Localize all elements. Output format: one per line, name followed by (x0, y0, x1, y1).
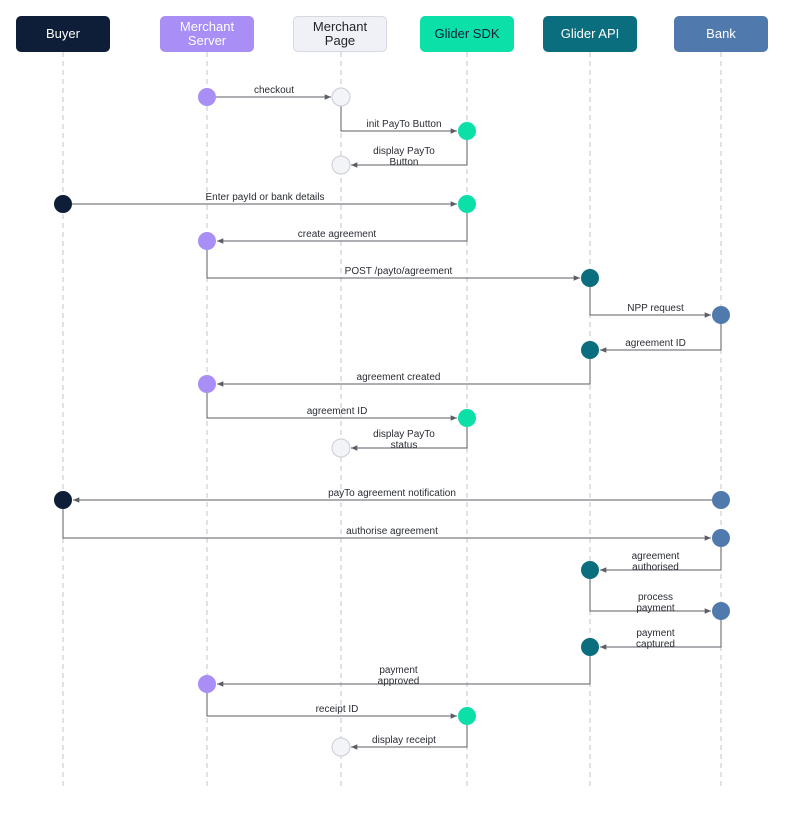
message-arrow (351, 427, 468, 451)
activation-node-buyer (54, 491, 72, 509)
activation-node-bank (712, 529, 730, 547)
participant-merchant-page: Merchant Page (293, 16, 387, 52)
message-arrow (351, 140, 468, 168)
message-label: receipt ID (316, 704, 359, 715)
activation-node-bank (712, 491, 730, 509)
activation-node-merchant-page (331, 737, 351, 757)
participant-label: Glider SDK (434, 26, 500, 41)
message-label: agreement ID (307, 406, 368, 417)
message-label: agreement ID (625, 338, 686, 349)
message-label: payTo agreement notification (328, 488, 456, 499)
activation-node-glider-api (581, 561, 599, 579)
activation-node-glider-sdk (458, 122, 476, 140)
activation-node-bank (712, 602, 730, 620)
message-arrow (217, 359, 591, 387)
participant-bank: Bank (674, 16, 768, 52)
participant-glider-sdk: Glider SDK (420, 16, 514, 52)
participant-merchant-server: Merchant Server (160, 16, 254, 52)
activation-node-glider-api (581, 269, 599, 287)
participant-label: Glider API (560, 26, 620, 41)
activation-node-merchant-page (331, 155, 351, 175)
message-arrow (340, 106, 457, 134)
message-arrow (206, 393, 457, 421)
message-arrow (600, 620, 722, 650)
message-arrow (62, 509, 711, 541)
participant-label: Merchant Server (179, 19, 235, 48)
activation-node-glider-api (581, 341, 599, 359)
message-arrow (217, 213, 468, 244)
participant-glider-api: Glider API (543, 16, 637, 52)
message-label: agreement created (357, 372, 441, 383)
activation-node-bank (712, 306, 730, 324)
message-arrow (351, 725, 468, 750)
activation-node-merchant-page (331, 87, 351, 107)
activation-node-merchant-server (198, 88, 216, 106)
activation-node-glider-sdk (458, 707, 476, 725)
activation-node-merchant-page (331, 438, 351, 458)
activation-node-buyer (54, 195, 72, 213)
participant-label: Buyer (46, 26, 80, 41)
participant-buyer: Buyer (16, 16, 110, 52)
activation-node-merchant-server (198, 675, 216, 693)
activation-node-glider-sdk (458, 409, 476, 427)
message-arrow (589, 579, 711, 614)
message-label: create agreement (298, 229, 377, 240)
activation-node-glider-api (581, 638, 599, 656)
message-arrow (217, 656, 591, 687)
message-label: authorise agreement (346, 526, 438, 537)
participant-label: Merchant Page (312, 19, 368, 48)
activation-node-merchant-server (198, 232, 216, 250)
message-label: Enter payId or bank details (206, 192, 325, 203)
message-label: checkout (254, 85, 294, 96)
message-label: init PayTo Button (366, 119, 441, 130)
activation-node-glider-sdk (458, 195, 476, 213)
message-arrow (206, 693, 457, 719)
message-label: NPP request (627, 303, 684, 314)
message-arrow (206, 250, 580, 281)
message-arrow (600, 547, 722, 573)
message-arrow (600, 324, 722, 353)
message-label: display receipt (372, 735, 436, 746)
activation-node-merchant-server (198, 375, 216, 393)
participant-label: Bank (706, 26, 736, 41)
message-label: POST /payto/agreement (345, 266, 453, 277)
message-arrow (589, 287, 711, 318)
